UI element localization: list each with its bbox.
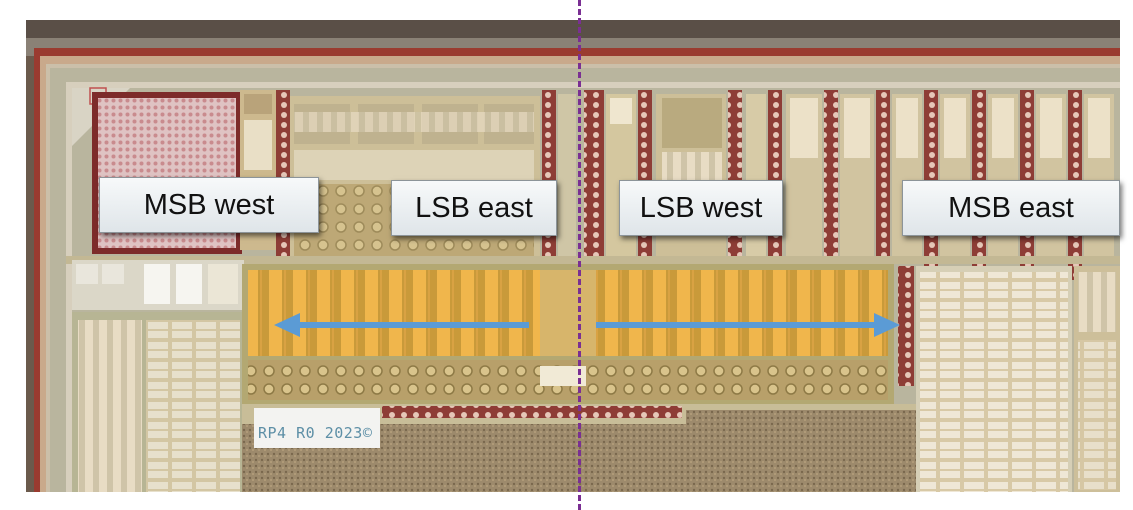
label-lsb-east: LSB east <box>391 180 557 236</box>
label-lsb-west: LSB west <box>619 180 783 236</box>
label-msb-west: MSB west <box>99 177 319 233</box>
arrow-left-icon <box>274 313 529 337</box>
label-msb-east: MSB east <box>902 180 1120 236</box>
center-divider-line <box>578 0 581 510</box>
arrow-right-icon <box>596 313 900 337</box>
chip-marking: RP4 R0 2023© <box>254 408 380 448</box>
